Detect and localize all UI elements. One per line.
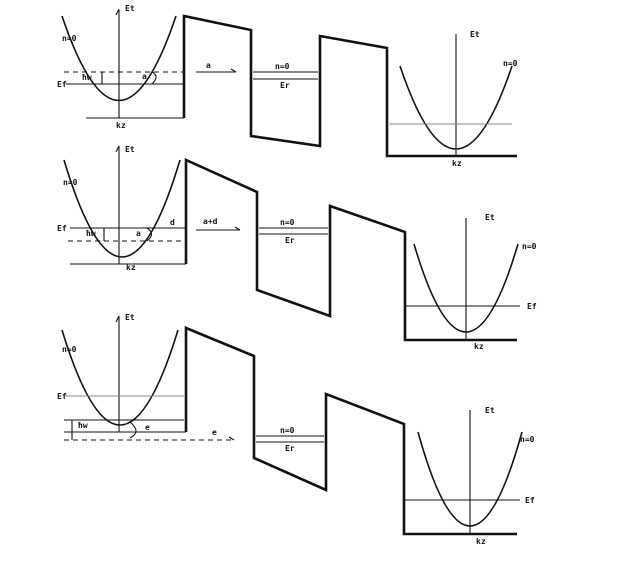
panel-2-well-n0-label: n=0	[280, 218, 295, 227]
panel-2-right-parabola	[413, 243, 519, 333]
panel-1-left-energy-arrow	[115, 8, 120, 16]
panel-3-transfer-label: e	[212, 428, 217, 437]
panel-2-well-er-label: Er	[285, 236, 295, 245]
panel-2-right-subband-label: n=0	[522, 242, 537, 251]
panel-3-well-er-label: Er	[285, 444, 295, 453]
panel-1-well-n0-label: n=0	[275, 62, 290, 71]
panel-1-right-energy-label: Et	[470, 30, 480, 39]
panel-2-potential-profile	[184, 157, 517, 342]
panel-2-left-energy-arrow	[115, 145, 120, 153]
panel-1-process-a-arc	[151, 71, 157, 85]
panel-2-left-subband-label: n=0	[63, 178, 78, 187]
panel-3-right-energy-label: Et	[485, 406, 495, 415]
panel-1-phonon-label: ħw	[82, 73, 92, 82]
panel-2-transfer-arrow-head	[234, 226, 241, 231]
panel-1-well-er-label: Er	[280, 81, 290, 90]
panel-3-potential-profile	[184, 326, 517, 536]
panel-3-right-subband-label: n=0	[520, 435, 535, 444]
panel-2-left-parabola	[63, 159, 181, 258]
panel-2-phonon-label: ħw	[86, 229, 96, 238]
panel-2-left-kz-label: kz	[126, 263, 136, 272]
panel-1-transfer-label: a	[206, 61, 211, 70]
panel-1-left-energy-label: Et	[125, 4, 135, 13]
panel-1: Et n=0 Ef ħw a kz a n=0 Er Et n=0 kz	[57, 4, 518, 168]
panel-2-process-a-arc	[146, 227, 153, 242]
panel-1-potential-profile	[182, 14, 517, 158]
panel-2-process-d-label: d	[170, 218, 175, 227]
panel-1-right-subband-label: n=0	[503, 59, 518, 68]
panel-3-fermi-label: Ef	[57, 392, 67, 401]
panel-2: Et n=0 Ef ħw a d kz a+d n=0 Er Et n=0 Ef…	[57, 145, 537, 351]
panel-2-left-energy-label: Et	[125, 145, 135, 154]
panel-3-well-n0-label: n=0	[280, 426, 295, 435]
panel-3-left-subband-label: n=0	[62, 345, 77, 354]
panel-1-fermi-label: Ef	[57, 80, 67, 89]
panel-3-process-e-arc	[129, 421, 137, 439]
panel-3-left-parabola	[61, 329, 179, 426]
panel-2-process-a-label: a	[136, 229, 141, 238]
panel-3-transfer-arrow-head	[228, 436, 235, 441]
panel-2-right-kz-label: kz	[474, 342, 484, 351]
panel-1-transfer-arrow-head	[230, 68, 237, 73]
panel-3-left-energy-arrow	[115, 315, 120, 323]
panel-1-left-kz-label: kz	[116, 121, 126, 130]
panel-1-left-subband-label: n=0	[62, 34, 77, 43]
panel-3-right-parabola	[417, 431, 523, 527]
panel-3-process-e-label: e	[145, 423, 150, 432]
panel-3-phonon-label: ħw	[78, 421, 88, 430]
panel-1-right-parabola	[399, 65, 513, 150]
panel-3: Et n=0 Ef ħw e e n=0 Er Et n=0 Ef kz	[57, 313, 535, 546]
panel-2-fermi-label: Ef	[57, 224, 67, 233]
panel-3-right-fermi-label: Ef	[525, 496, 535, 505]
panel-2-right-energy-label: Et	[485, 213, 495, 222]
panel-2-transfer-label: a+d	[203, 217, 218, 226]
panel-1-right-kz-label: kz	[452, 159, 462, 168]
panel-3-right-kz-label: kz	[476, 537, 486, 546]
panel-1-process-a-label: a	[142, 72, 147, 81]
panel-3-left-energy-label: Et	[125, 313, 135, 322]
panel-1-left-parabola	[61, 15, 177, 102]
panel-2-right-fermi-label: Ef	[527, 302, 537, 311]
